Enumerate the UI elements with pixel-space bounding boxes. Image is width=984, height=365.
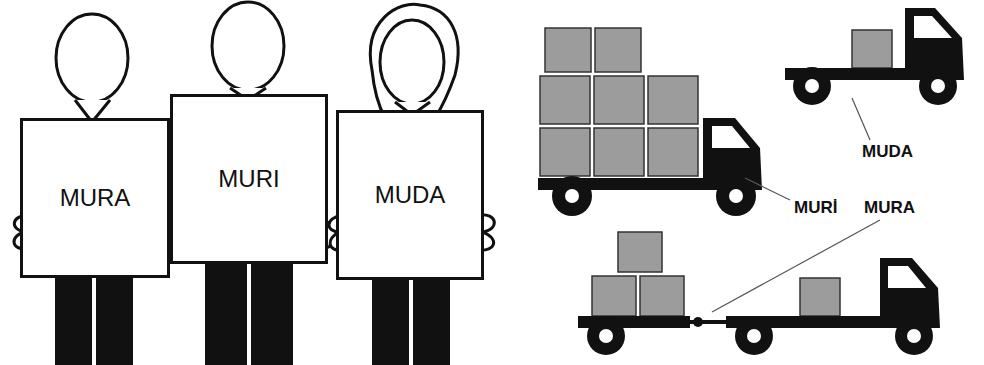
- sign-board: MURI: [170, 94, 328, 264]
- uneven-truck-trailer: [578, 232, 940, 355]
- truck-label: MURİ: [792, 198, 839, 218]
- sign-text: MURI: [218, 165, 279, 193]
- empty-truck: [785, 8, 964, 105]
- overloaded-truck: [538, 28, 762, 216]
- truck-label: MURA: [862, 198, 917, 218]
- sign-text: MURA: [60, 184, 131, 212]
- leader-lines: [712, 98, 880, 312]
- sign-text: MUDA: [375, 181, 446, 209]
- truck-label: MUDA: [860, 142, 915, 162]
- sign-board: MURA: [20, 118, 170, 278]
- sign-board: MUDA: [336, 110, 484, 280]
